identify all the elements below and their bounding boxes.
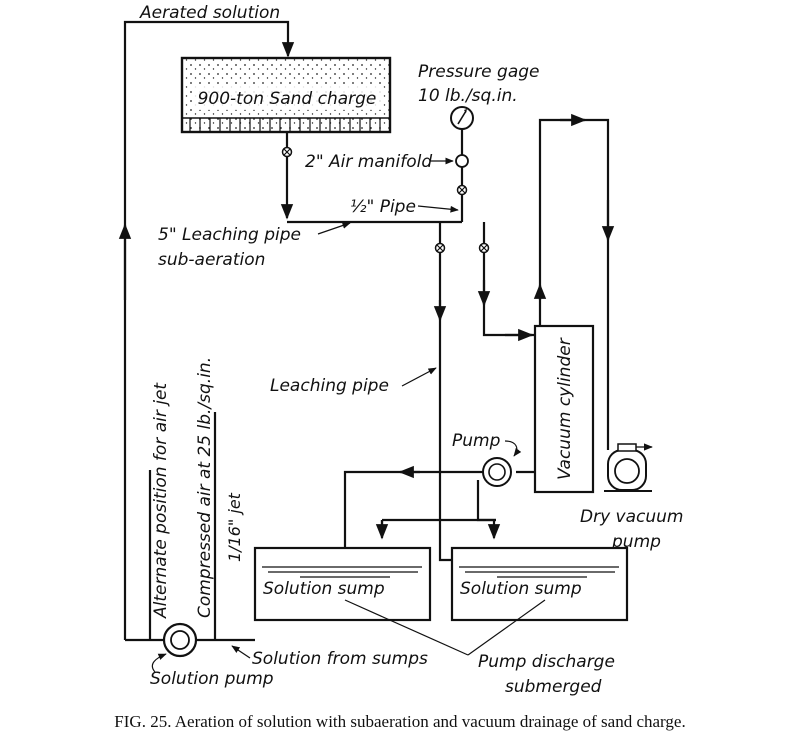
solution-sump-left-label: Solution sump bbox=[263, 579, 385, 599]
alternate-position-label: Alternate position for air jet bbox=[151, 382, 171, 619]
pressure-gauge: Pressure gage 10 lb./sq.in. bbox=[418, 62, 540, 155]
figure-caption: FIG. 25. Aeration of solution with subae… bbox=[114, 712, 685, 731]
leaching-pipe-label: Leaching pipe bbox=[270, 376, 389, 396]
valve-icon bbox=[434, 242, 446, 254]
air-manifold: 2" Air manifold ½" Pipe bbox=[305, 152, 469, 222]
solution-sump-left: Solution sump bbox=[253, 546, 432, 622]
valve-icon bbox=[456, 184, 468, 196]
leaching-pipe-5-label-2: sub-aeration bbox=[158, 250, 265, 270]
vacuum-cylinder-label: Vacuum cylinder bbox=[555, 337, 575, 480]
dry-vacuum-pump-label-1: Dry vacuum bbox=[580, 507, 683, 527]
pressure-gage-label-2: 10 lb./sq.in. bbox=[418, 86, 518, 106]
pump-discharge-label-1: Pump discharge bbox=[478, 652, 615, 672]
solution-from-sumps-label: Solution from sumps bbox=[252, 649, 428, 669]
jet-size-label: 1/16" jet bbox=[225, 492, 244, 562]
dry-vacuum-pump: Dry vacuum pump bbox=[580, 443, 683, 552]
air-manifold-label: 2" Air manifold bbox=[305, 152, 432, 172]
pump-label: Pump bbox=[452, 431, 501, 451]
solution-pump-label: Solution pump bbox=[150, 669, 274, 689]
sand-charge-tank: 900-ton Sand charge bbox=[180, 56, 392, 134]
solution-sump-right: Solution sump bbox=[450, 546, 629, 622]
solution-sump-right-label: Solution sump bbox=[460, 579, 582, 599]
half-pipe-label: ½" Pipe bbox=[350, 197, 416, 217]
compressed-air-label: Compressed air at 25 lb./sq.in. bbox=[195, 357, 215, 618]
leaching-pipes: 5" Leaching pipe sub-aeration Leaching p… bbox=[158, 222, 534, 555]
aerated-solution-line: Aerated solution bbox=[118, 3, 295, 640]
pump-discharge-label-2: submerged bbox=[505, 677, 602, 697]
valve-icon bbox=[281, 146, 293, 158]
sand-charge-label: 900-ton Sand charge bbox=[198, 89, 377, 109]
sand-drain-pipe bbox=[280, 132, 462, 224]
solution-pump: Alternate position for air jet Compresse… bbox=[125, 357, 428, 689]
valve-icon bbox=[478, 242, 490, 254]
aerated-solution-label: Aerated solution bbox=[139, 3, 280, 23]
leaching-pipe-5-label-1: 5" Leaching pipe bbox=[158, 225, 301, 245]
pressure-gage-label-1: Pressure gage bbox=[418, 62, 540, 82]
pump-discharge-leaders: Pump discharge submerged bbox=[344, 599, 615, 697]
vacuum-cylinder: Vacuum cylinder bbox=[516, 113, 615, 494]
